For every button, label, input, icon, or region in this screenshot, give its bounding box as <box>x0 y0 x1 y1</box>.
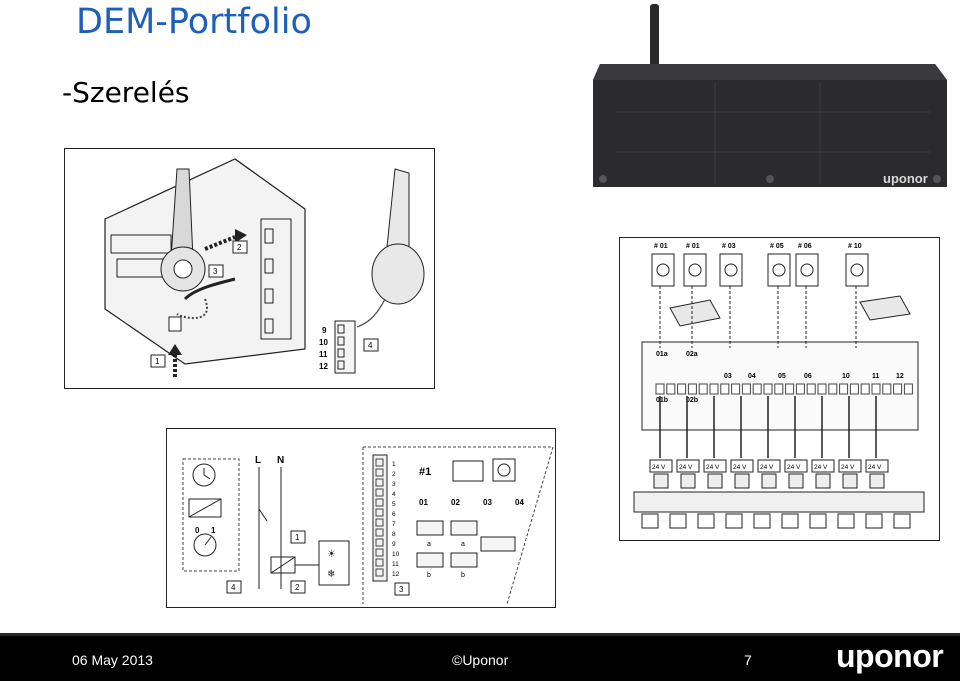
actuator-label-0: 24 V <box>652 464 666 471</box>
thermostat-label-2: # 03 <box>722 243 736 250</box>
wiring-right-panel: # 01 # 01 # 03 # 05 # 06 # 10 01a 02a 03 04 05 06 1… <box>619 237 940 541</box>
terminal-number-2: 2 <box>392 471 396 478</box>
wiring-callout-4: 4 <box>231 583 236 592</box>
install-terminal-9: 9 <box>322 326 327 335</box>
terminal-number-12: 12 <box>392 571 400 578</box>
footer-copyright: ©Uponor <box>452 652 509 668</box>
terminal-number-10: 10 <box>392 551 400 558</box>
channel-mid-12: 12 <box>896 373 904 380</box>
thermostat-label-3: # 05 <box>770 243 784 250</box>
install-terminal-11: 11 <box>319 350 328 359</box>
install-diagram: 9 10 11 12 1 2 3 4 <box>104 158 425 377</box>
channel-label-01: 01 <box>419 498 428 507</box>
channel-top-02a: 02a <box>686 351 698 358</box>
install-callout-3: 3 <box>213 267 218 276</box>
actuator-label-5: 24 V <box>787 464 801 471</box>
actuator-label-2: 24 V <box>706 464 720 471</box>
phase-label-L: L <box>255 455 261 466</box>
terminal-number-8: 8 <box>392 531 396 538</box>
channel-mid-05: 05 <box>778 373 786 380</box>
sub-label-a2: a <box>461 541 465 548</box>
wiring-callout-2: 2 <box>295 583 300 592</box>
install-diagram-panel: 9 10 11 12 1 2 3 4 <box>64 148 435 389</box>
actuator-label-7: 24 V <box>841 464 855 471</box>
actuator-label-6: 24 V <box>814 464 828 471</box>
terminal-number-11: 11 <box>392 561 399 568</box>
terminal-number-3: 3 <box>392 481 396 488</box>
channel-top-01a: 01a <box>656 351 668 358</box>
module-label-1: #1 <box>419 466 431 478</box>
footer-page-number: 7 <box>744 652 752 668</box>
uponor-logo: uponor <box>836 638 944 674</box>
switch-label-1: 1 <box>211 526 216 535</box>
channel-label-02: 02 <box>451 498 460 507</box>
channel-mid-03: 03 <box>724 373 732 380</box>
device-brand-label: uponor <box>883 171 928 186</box>
terminal-number-6: 6 <box>392 511 396 518</box>
install-callout-4: 4 <box>368 341 373 350</box>
actuator-label-8: 24 V <box>868 464 882 471</box>
slide-subtitle: -Szerelés <box>62 76 190 109</box>
channel-bottom-02b: 02b <box>686 397 698 404</box>
thermostat-label-4: # 06 <box>798 243 812 250</box>
thermostat-label-5: # 10 <box>848 243 862 250</box>
sub-label-b2: b <box>461 572 465 579</box>
footer-date: 06 May 2013 <box>72 652 153 668</box>
terminal-number-9: 9 <box>392 541 396 548</box>
channel-label-03: 03 <box>483 498 492 507</box>
channel-mid-11: 11 <box>872 373 880 380</box>
terminal-number-5: 5 <box>392 501 396 508</box>
install-callout-1: 1 <box>155 357 160 366</box>
actuator-label-1: 24 V <box>679 464 693 471</box>
install-callout-2: 2 <box>237 243 242 252</box>
sub-label-b1: b <box>427 572 431 579</box>
channel-bottom-01b: 01b <box>656 397 668 404</box>
wiring-right-diagram: # 01 # 01 # 03 # 05 # 06 # 10 01a 02a 03 04 05 06 1… <box>633 243 925 529</box>
channel-mid-04: 04 <box>748 373 756 380</box>
install-terminal-12: 12 <box>319 362 328 371</box>
actuator-label-4: 24 V <box>760 464 774 471</box>
terminal-number-7: 7 <box>392 521 396 528</box>
channel-label-04: 04 <box>515 498 524 507</box>
wiring-callout-1: 1 <box>295 533 300 542</box>
terminal-number-4: 4 <box>392 491 396 498</box>
sub-label-a1: a <box>427 541 431 548</box>
install-terminal-10: 10 <box>319 338 328 347</box>
phase-label-N: N <box>277 455 284 466</box>
terminal-number-1: 1 <box>392 461 396 468</box>
svg-text:❄: ❄ <box>327 569 335 580</box>
thermostat-label-0: # 01 <box>654 243 668 250</box>
actuator-label-3: 24 V <box>733 464 747 471</box>
svg-text:☀: ☀ <box>327 549 336 560</box>
channel-mid-06: 06 <box>804 373 812 380</box>
wiring-callout-3: 3 <box>399 585 404 594</box>
controller-device-photo: uponor <box>593 4 947 187</box>
footer-bar <box>0 633 960 681</box>
switch-label-0: 0 <box>195 526 200 535</box>
channel-mid-10: 10 <box>842 373 850 380</box>
slide-title: DEM-Portfolio <box>76 2 312 42</box>
thermostat-label-1: # 01 <box>686 243 700 250</box>
